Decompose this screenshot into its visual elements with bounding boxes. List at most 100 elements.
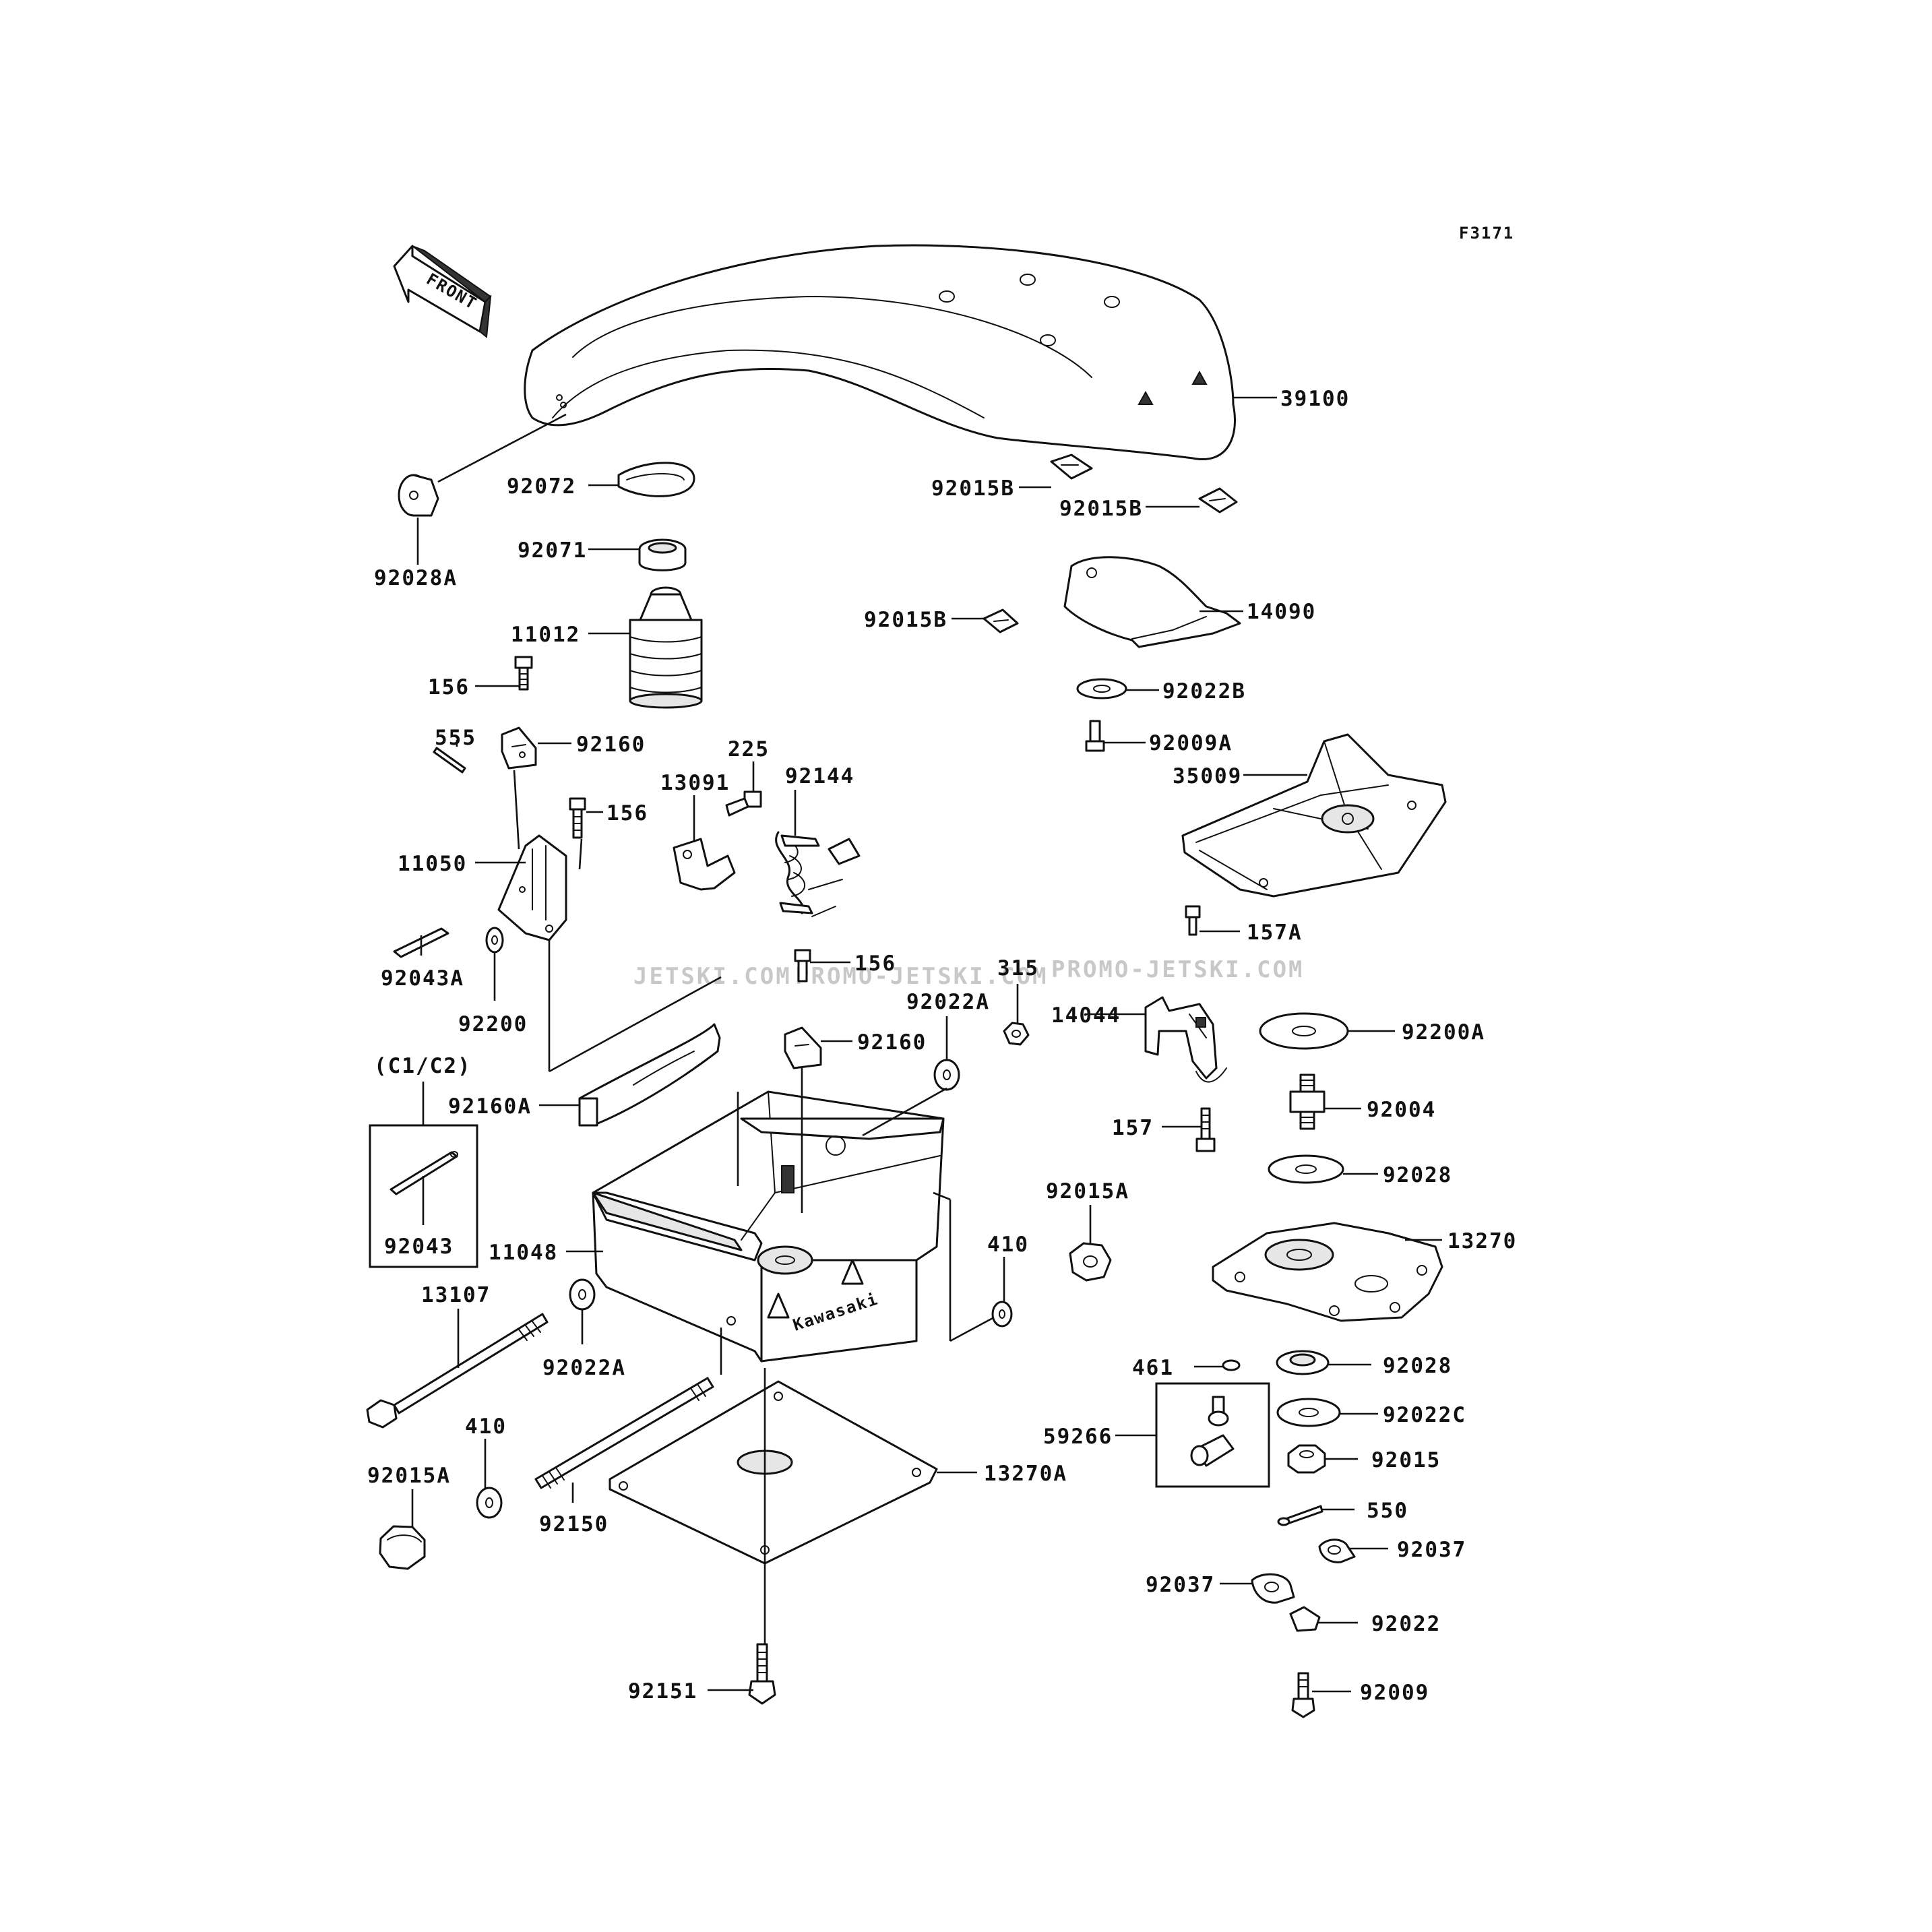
grommet-92028a-part <box>398 474 439 517</box>
label-315: 315 <box>997 956 1039 980</box>
label-92160b: 92160 <box>857 1030 927 1055</box>
watermark-2: PROMO-JETSKI.COM <box>795 963 1049 990</box>
label-35009: 35009 <box>1173 764 1242 788</box>
pin-550-part <box>1277 1505 1323 1526</box>
label-59266: 59266 <box>1043 1425 1113 1449</box>
label-92015: 92015 <box>1371 1448 1441 1472</box>
callout-labels: 39100 92028A 92072 92071 11012 156 555 9… <box>367 387 1517 1705</box>
label-14044: 14044 <box>1051 1003 1121 1028</box>
screw-225-part <box>725 790 762 817</box>
label-92022: 92022 <box>1371 1612 1441 1636</box>
screw-157-part <box>1195 1107 1216 1152</box>
label-13107: 13107 <box>421 1283 491 1307</box>
label-461: 461 <box>1132 1356 1174 1380</box>
label-11012: 11012 <box>511 623 580 647</box>
label-92160a-rubber: 92160A <box>448 1094 532 1119</box>
bellows-11012-part <box>629 586 703 709</box>
label-157a: 157A <box>1247 921 1303 945</box>
label-13091: 13091 <box>660 771 730 795</box>
washer-92028a-part <box>1268 1154 1344 1184</box>
nut-315-part <box>1003 1022 1030 1046</box>
washer-92028b-part <box>1276 1350 1330 1375</box>
cover-14090-part <box>1063 556 1241 648</box>
label-92028a: 92028A <box>374 566 458 590</box>
bolt-13107-part <box>366 1313 549 1429</box>
label-92160a: 92160 <box>576 733 646 757</box>
label-550: 550 <box>1367 1499 1408 1523</box>
washer-92200-part <box>485 927 504 954</box>
label-92022aa: 92022A <box>906 990 990 1014</box>
clamp-92037a-part <box>1318 1538 1356 1563</box>
label-11048: 11048 <box>489 1241 558 1265</box>
washer-410b-part <box>476 1487 503 1519</box>
label-156b: 156 <box>606 801 648 825</box>
label-c1c2: (C1/C2) <box>374 1054 472 1078</box>
washer-92022c-part <box>1276 1398 1341 1427</box>
label-92200: 92200 <box>458 1012 528 1036</box>
ring-461-part <box>1222 1359 1241 1371</box>
label-410b: 410 <box>465 1414 507 1439</box>
watermark-1: JETSKI.COM <box>633 963 792 990</box>
label-92015bc: 92015B <box>864 608 947 632</box>
band-92072-part <box>617 462 695 497</box>
label-225: 225 <box>728 737 770 761</box>
screw-157a-part <box>1185 905 1201 936</box>
label-92022b: 92022B <box>1162 679 1246 704</box>
label-92015bb: 92015B <box>1059 497 1143 521</box>
label-92009: 92009 <box>1360 1681 1429 1705</box>
stud-92004-part <box>1289 1073 1326 1130</box>
seat-cover-part <box>524 244 1236 460</box>
latch-14044-part <box>1144 996 1227 1083</box>
washer-92022aa-part <box>933 1059 960 1091</box>
bolt-156c-part <box>794 949 811 983</box>
bracket-92160a-part <box>501 726 537 770</box>
label-92015ab: 92015A <box>367 1464 451 1488</box>
label-14090: 14090 <box>1247 600 1316 624</box>
bolt-156b-part <box>569 797 586 839</box>
label-157: 157 <box>1112 1116 1154 1140</box>
bracket-11050-part <box>497 834 567 941</box>
label-92028b: 92028 <box>1383 1354 1452 1378</box>
washer-92022b-part <box>1076 678 1127 699</box>
label-92015aa: 92015A <box>1046 1179 1129 1204</box>
clip-92022-part <box>1289 1606 1321 1632</box>
label-410a: 410 <box>987 1233 1029 1257</box>
screw-92009a-part <box>1085 720 1105 752</box>
label-13270a: 13270A <box>984 1462 1067 1486</box>
nut-92015aa-part <box>1069 1242 1112 1282</box>
label-92150: 92150 <box>539 1512 609 1536</box>
label-92072: 92072 <box>507 474 576 499</box>
label-555: 555 <box>435 726 476 750</box>
washer-410a-part <box>991 1301 1013 1328</box>
bolt-156a-part <box>514 656 533 691</box>
label-92144: 92144 <box>785 764 854 788</box>
label-92037b: 92037 <box>1146 1573 1215 1597</box>
spring-92144-part <box>775 831 861 917</box>
label-92028a-washer: 92028 <box>1383 1163 1452 1187</box>
label-92022ab: 92022A <box>542 1356 626 1380</box>
label-92043: 92043 <box>384 1235 454 1259</box>
nut-92015ab-part <box>379 1525 426 1570</box>
box-59266 <box>1155 1382 1270 1488</box>
label-92004: 92004 <box>1367 1098 1436 1122</box>
label-92022c: 92022C <box>1383 1403 1466 1427</box>
clip-92015bb-part <box>1198 487 1238 513</box>
label-156a: 156 <box>428 675 470 699</box>
leader-lines <box>411 396 1442 1693</box>
mount-plate-13270-part <box>1212 1222 1443 1322</box>
figure-code: F3171 <box>1459 224 1514 243</box>
cap-92071-part <box>638 538 687 571</box>
clip-92015ba-part <box>1050 454 1093 480</box>
clip-92015bc-part <box>983 609 1019 633</box>
label-92037a: 92037 <box>1397 1538 1466 1562</box>
label-13270: 13270 <box>1447 1229 1517 1253</box>
front-arrow: FRONT <box>393 245 492 338</box>
clamp-92037b-part <box>1251 1573 1295 1604</box>
label-92071: 92071 <box>518 538 587 563</box>
engine-base-11048-part: Kawasaki <box>592 1090 945 1363</box>
bracket-92160b-part <box>784 1026 822 1069</box>
label-92151: 92151 <box>628 1679 697 1704</box>
label-156c: 156 <box>854 952 896 976</box>
label-92009a: 92009A <box>1149 731 1233 755</box>
